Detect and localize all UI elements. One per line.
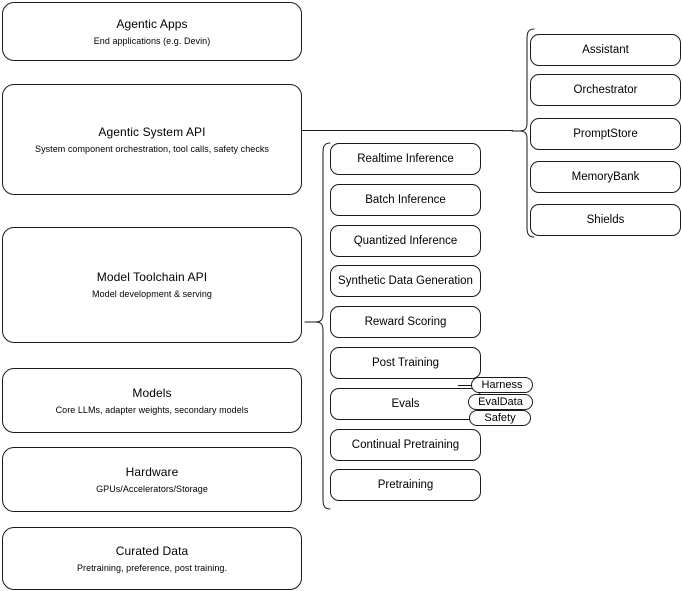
layer-subtitle: Model development & serving [92,289,212,299]
eval-tag-evaldata[interactable]: EvalData [468,394,533,410]
toolchain-box-reward-scoring[interactable]: Reward Scoring [330,306,481,338]
toolchain-box-label: Pretraining [377,479,434,491]
toolchain-box-label: Synthetic Data Generation [338,275,473,287]
toolchain-box-label: Realtime Inference [357,153,454,165]
layer-title: Hardware [125,464,179,479]
toolchain-box-batch-inference[interactable]: Batch Inference [330,184,481,216]
layer-title: Agentic Apps [116,16,188,31]
layer-box-model-toolchain-api[interactable]: Model Toolchain API Model development & … [2,227,302,343]
layer-box-hardware[interactable]: Hardware GPUs/Accelerators/Storage [2,447,302,512]
system-box-label: Assistant [582,44,629,56]
toolchain-box-label: Evals [391,398,420,410]
layer-subtitle: Pretraining, preference, post training. [76,562,228,573]
eval-tag-label: Safety [484,411,516,424]
toolchain-box-pretraining[interactable]: Pretraining [330,469,481,501]
toolchain-box-quantized-inference[interactable]: Quantized Inference [330,225,481,257]
layer-box-models[interactable]: Models Core LLMs, adapter weights, secon… [2,368,302,433]
eval-tag-harness[interactable]: Harness [471,377,533,393]
toolchain-box-label: Reward Scoring [364,316,447,328]
layer-subtitle: GPUs/Accelerators/Storage [96,483,208,494]
layer-subtitle: Core LLMs, adapter weights, secondary mo… [55,404,249,415]
toolchain-box-label: Batch Inference [365,194,446,206]
system-box-orchestrator[interactable]: Orchestrator [530,74,681,106]
layer-title: Models [132,385,172,400]
toolchain-box-synthetic-data-generation[interactable]: Synthetic Data Generation [330,265,481,297]
toolchain-box-realtime-inference[interactable]: Realtime Inference [330,143,481,175]
toolchain-box-label: Continual Pretraining [351,439,460,451]
system-box-shields[interactable]: Shields [530,204,681,236]
toolchain-box-evals[interactable]: Evals [330,388,481,420]
brace-toolchain [304,142,331,510]
toolchain-box-post-training[interactable]: Post Training [330,347,481,379]
toolchain-box-label: Post Training [371,357,440,369]
layer-box-agentic-apps[interactable]: Agentic Apps End applications (e.g. Devi… [2,2,302,61]
system-box-memorybank[interactable]: MemoryBank [530,161,681,193]
layer-subtitle: End applications (e.g. Devin) [93,35,211,46]
system-box-assistant[interactable]: Assistant [530,34,681,66]
layer-title: Curated Data [115,543,189,558]
brace-system-components [511,28,535,238]
layer-box-curated-data[interactable]: Curated Data Pretraining, preference, po… [2,527,302,590]
eval-tag-label: Harness [481,378,523,391]
system-box-label: Shields [586,214,625,226]
system-box-label: Orchestrator [573,84,638,96]
connector-line-harness [458,385,482,386]
layer-box-agentic-system-api[interactable]: Agentic System API System component orch… [2,84,302,195]
system-box-label: PromptStore [573,128,638,140]
layer-subtitle: System component orchestration, tool cal… [35,143,269,154]
layer-title: Model Toolchain API [96,270,208,284]
connector-line-system-api [302,130,513,131]
eval-tag-safety[interactable]: Safety [469,410,531,426]
system-box-label: MemoryBank [571,171,640,183]
toolchain-box-label: Quantized Inference [353,235,458,247]
eval-tag-label: EvalData [478,395,523,408]
toolchain-box-continual-pretraining[interactable]: Continual Pretraining [330,429,481,461]
layer-title: Agentic System API [98,124,206,139]
system-box-promptstore[interactable]: PromptStore [530,118,681,150]
